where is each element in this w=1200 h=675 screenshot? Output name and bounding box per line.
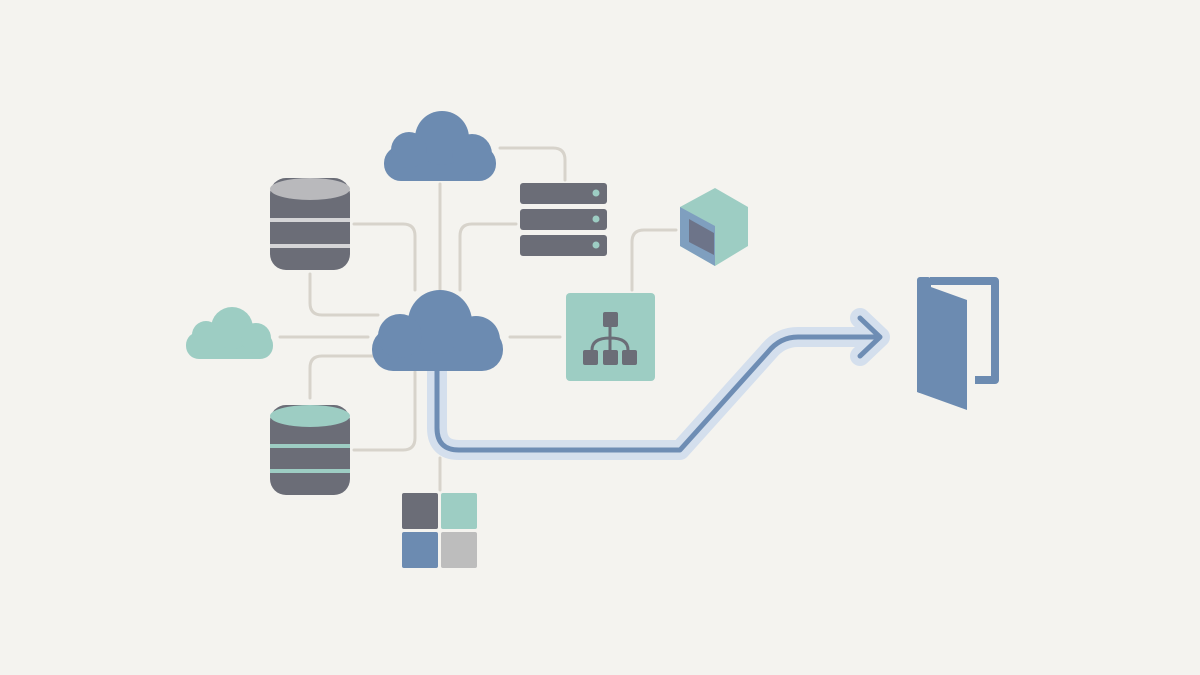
hierarchy-icon [566, 293, 655, 381]
grid-icon [402, 493, 477, 568]
cube-icon [680, 188, 748, 266]
cloud-icon-center [372, 290, 503, 371]
exit-door-icon [917, 277, 999, 410]
cloud-icon-small [186, 307, 273, 359]
server-icon [520, 183, 607, 256]
connectors [278, 146, 678, 492]
migration-arrow-icon [427, 308, 890, 460]
cloud-icon-top [384, 111, 496, 181]
database-icon-top [270, 178, 350, 270]
database-icon-bottom [270, 405, 350, 495]
